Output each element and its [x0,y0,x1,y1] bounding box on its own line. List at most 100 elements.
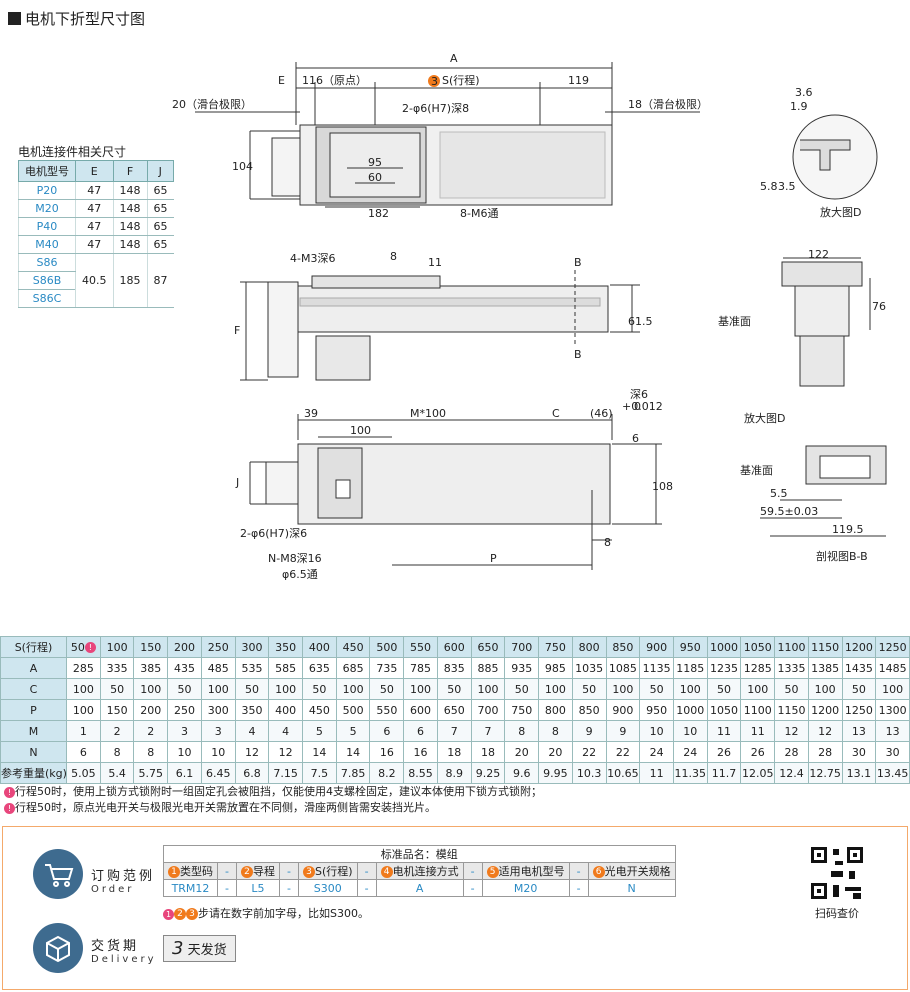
spec-cell: 1035 [571,657,607,679]
order-value: TRM12 [163,879,218,897]
spec-cell: 9 [605,720,641,742]
spec-cell: 8 [99,741,135,763]
spec-cell: 12 [234,741,270,763]
spec-cell: 300 [234,636,270,658]
spec-cell: 1000 [706,636,742,658]
spec-cell: 7 [436,720,472,742]
cell: 40.5 [75,253,113,308]
dash: - [356,879,377,897]
dim-C: C [552,407,560,420]
spec-cell: 12.05 [740,762,776,784]
spec-cell: 30 [841,741,877,763]
spec-cell: 6 [403,720,438,742]
spec-cell: 30 [875,741,910,763]
motor-model: S86C [18,289,76,308]
hole-spec-bottom: 2-φ6(H7)深6 [240,527,307,540]
spec-cell: 10.65 [605,762,641,784]
cell: 65 [146,235,174,254]
dim-60: 60 [368,171,382,184]
dim-61-5: 61.5 [628,315,653,328]
dash: - [462,879,483,897]
dash: - [217,862,237,880]
spec-row-header: C [0,678,67,700]
spec-cell: 1100 [774,636,809,658]
spec-cell: 200 [167,636,202,658]
spec-cell: 6.8 [234,762,270,784]
dim-m100: M*100 [410,407,446,420]
spec-cell: 11 [740,720,776,742]
cell: 148 [112,235,147,254]
motor-table-header: J [146,160,174,182]
order-value: S300 [298,879,358,897]
spec-cell: 6 [369,720,405,742]
dim-119: 119 [568,74,589,87]
dim-3-5: 3.5 [778,180,796,193]
cart-icon [33,849,83,899]
spec-cell: 650 [470,636,506,658]
spec-cell: 600 [436,636,472,658]
spec-cell: 800 [538,699,573,721]
dash: - [279,879,299,897]
spec-cell: 6 [66,741,101,763]
spec-cell: 10 [639,720,674,742]
spec-cell: 350 [234,699,270,721]
spec-cell: 16 [369,741,405,763]
cell: 47 [75,181,113,200]
stroke-note-icon: ! [84,642,96,653]
dim-3-6: 3.6 [795,86,813,99]
thru-hole: φ6.5通 [282,568,318,581]
spec-cell: 1435 [841,657,877,679]
spec-cell: 735 [369,657,405,679]
spec-cell: 2 [99,720,135,742]
dim-F: F [234,324,240,337]
dash: - [462,862,483,880]
spec-cell: 750 [504,699,540,721]
dim-stroke: S(行程) [442,74,480,87]
spec-cell: 14 [335,741,371,763]
spec-cell: 7.5 [302,762,337,784]
spec-cell: 18 [470,741,506,763]
spec-cell: 24 [639,741,674,763]
spec-cell: 50 [436,678,472,700]
dim-116: 116（原点） [302,74,367,87]
spec-cell: 100 [672,678,708,700]
spec-cell: 1085 [605,657,641,679]
spec-cell: 435 [167,657,202,679]
spec-cell: 535 [234,657,270,679]
dim-1-9: 1.9 [790,100,808,113]
spec-cell: 300 [200,699,236,721]
cell: 148 [112,199,147,218]
spec-cell: 12 [807,720,843,742]
motor-model: M20 [18,199,76,218]
spec-cell: 12.75 [807,762,843,784]
spec-cell: 50 [302,678,337,700]
note-1: !行程50时，使用上锁方式锁附时一组固定孔会被阻挡，仅能使用4支螺栓固定，建议本… [4,784,542,800]
s-number: 3 [431,75,438,88]
spec-row-header: S(行程) [0,636,67,658]
spec-cell: 26 [706,741,742,763]
spec-cell: 9.25 [470,762,506,784]
order-value: M20 [481,879,570,897]
spec-cell: 100 [99,636,135,658]
spec-cell: 750 [538,636,573,658]
dim-46: (46) [590,407,613,420]
order-value: N [587,879,676,897]
spec-cell: 950 [639,699,674,721]
notes: !行程50时，使用上锁方式锁附时一组固定孔会被阻挡，仅能使用4支螺栓固定，建议本… [4,784,542,816]
spec-cell: 100 [875,678,910,700]
dim-122: 122 [808,248,829,261]
spec-cell: 985 [538,657,573,679]
spec-cell: 1000 [672,699,708,721]
motor-model: S86 [18,253,76,272]
dim-5-8: 5.8 [760,180,778,193]
spec-cell: 7 [470,720,506,742]
spec-cell: 5 [302,720,337,742]
spec-cell: 7.85 [335,762,371,784]
spec-cell: 11 [639,762,674,784]
dim-5-5: 5.5 [770,487,788,500]
spec-cell: 14 [302,741,337,763]
tolerance-upper: +0.012 [622,400,663,413]
